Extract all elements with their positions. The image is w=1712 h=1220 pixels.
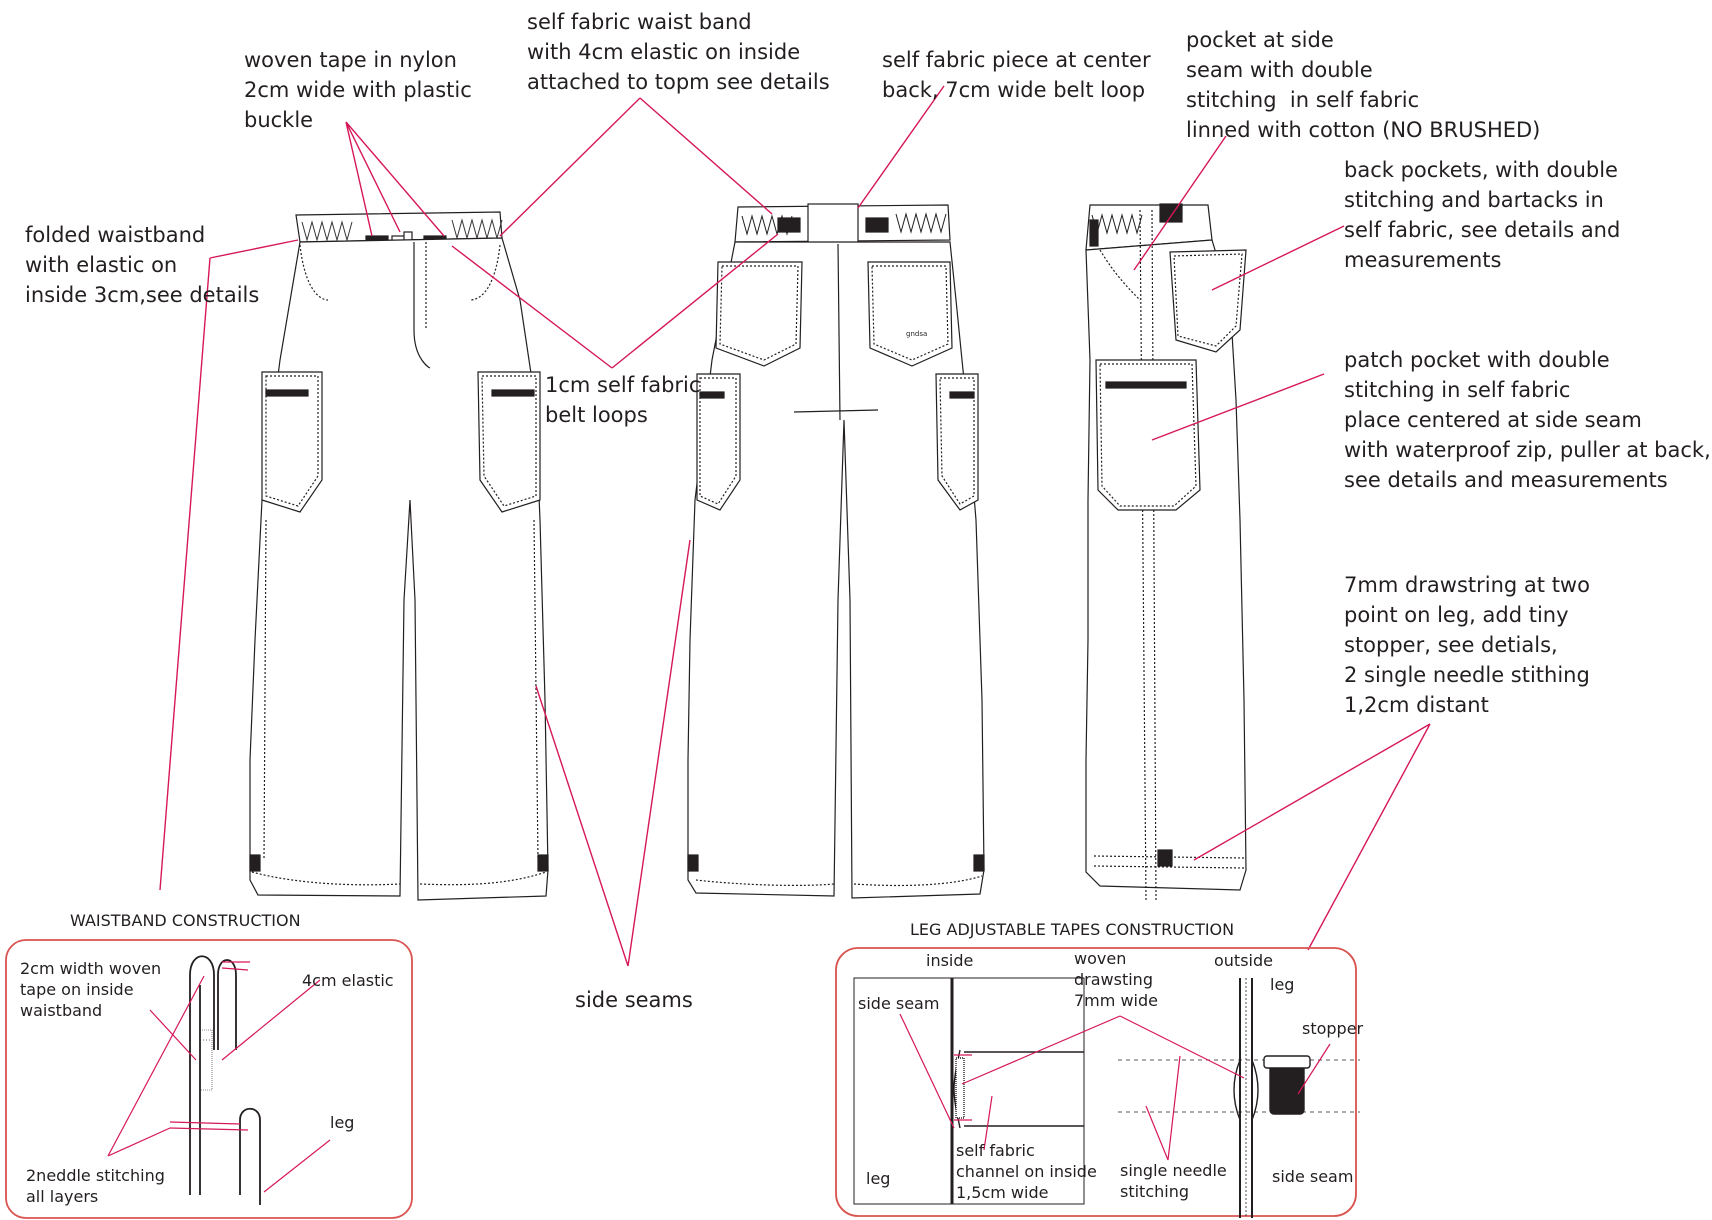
callout-lines [159, 85, 1431, 967]
side-patch-pocket [1095, 359, 1201, 511]
leg-single-needle-label: single needle stitching [1120, 1161, 1227, 1201]
callout-side-pocket: pocket at side seam with double stitchin… [1186, 28, 1541, 142]
side-pants-view [1085, 203, 1247, 901]
callout-woven-tape: woven tape in nylon 2cm wide with plasti… [244, 48, 472, 132]
callout-waist-band: self fabric waist band with 4cm elastic … [527, 10, 830, 94]
waistband-construction-box [5, 939, 413, 1219]
leg-outside-label: outside [1214, 951, 1273, 970]
side-back-pocket [1169, 249, 1247, 353]
leg-box-title: LEG ADJUSTABLE TAPES CONSTRUCTION [910, 920, 1235, 939]
waistband-box-title: WAISTBAND CONSTRUCTION [70, 911, 301, 930]
leg-stopper [1269, 1063, 1305, 1115]
side-stopper [1157, 849, 1173, 867]
waistband-leg-label: leg [330, 1113, 355, 1132]
callout-side-seams: side seams [575, 988, 693, 1012]
waistband-detail [189, 955, 261, 1205]
leg-woven-label: woven drawsting 7mm wide [1074, 949, 1158, 1010]
callout-patch-pocket: patch pocket with double stitching in se… [1344, 348, 1711, 492]
leg-inside-label: inside [926, 951, 974, 970]
leg-detail [853, 977, 1360, 1218]
waistband-elastic-label: 4cm elastic [302, 971, 394, 990]
back-center-loop [807, 203, 859, 245]
callout-folded-waistband: folded waistband with elastic on inside … [25, 223, 260, 307]
back-pocket-label: gndsa [906, 330, 927, 338]
front-stopper-left [249, 854, 261, 872]
front-stopper-right [537, 854, 549, 872]
leg-side-seam-left-label: side seam [858, 994, 940, 1013]
front-cargo-pocket-right [477, 371, 541, 513]
front-cargo-pocket-left [261, 371, 323, 513]
leg-detail-lines [899, 1013, 1331, 1161]
leg-channel-label: self fabric channel on inside 1,5cm wide [956, 1141, 1097, 1202]
callout-belt-loops: 1cm self fabric belt loops [545, 373, 701, 427]
leg-stopper-label: stopper [1302, 1019, 1364, 1038]
leg-side-seam-right-label: side seam [1272, 1167, 1354, 1186]
waistband-detail-lines [107, 961, 331, 1193]
callout-drawstring: 7mm drawstring at two point on leg, add … [1344, 573, 1590, 717]
callout-center-back: self fabric piece at center back, 7cm wi… [882, 48, 1151, 102]
back-pants-view [687, 203, 985, 899]
leg-construction-box [835, 947, 1357, 1217]
front-pants-view [249, 211, 549, 901]
front-pants-outline [249, 237, 549, 901]
leg-leg-right-label: leg [1270, 975, 1295, 994]
leg-leg-left-label: leg [866, 1169, 891, 1188]
waistband-tape-label: 2cm width woven tape on inside waistband [20, 959, 162, 1020]
back-pocket-right [867, 261, 953, 367]
back-pocket-left [715, 261, 803, 367]
waistband-stitching-label: 2neddle stitching all layers [26, 1166, 165, 1206]
callout-back-pockets: back pockets, with double stitching and … [1344, 158, 1621, 272]
